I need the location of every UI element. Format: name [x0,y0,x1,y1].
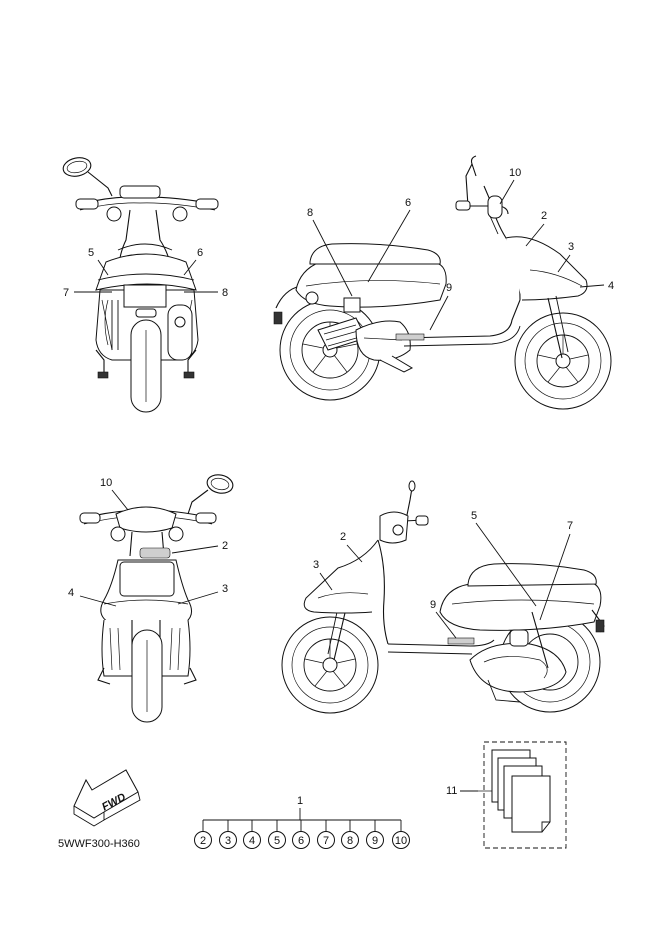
left-side-view-callouts: 5 7 2 3 9 [313,510,573,639]
kit-member-3: 3 [219,831,237,849]
kit-member-label: 9 [372,835,378,847]
front-callout-4: 4 [68,587,74,599]
front-view-scooter-illustration [79,474,234,723]
right-callout-9: 9 [446,282,452,294]
right-callout-3: 3 [568,241,574,253]
fwd-direction-arrow: FWD [73,769,141,827]
kit-member-10: 10 [392,831,410,849]
kit-member-label: 2 [200,835,206,847]
documents-callout-11: 11 [446,785,457,797]
kit-member-label: 3 [225,835,231,847]
right-callout-6: 6 [405,197,411,209]
left-callout-2: 2 [340,531,346,543]
documents-group: 11 [446,741,567,849]
document-sheets-icon [491,749,551,833]
kit-member-6: 6 [292,831,310,849]
diagram-code: 5WWF300-H360 [58,838,140,850]
kit-member-label: 5 [274,835,280,847]
left-callout-9: 9 [430,599,436,611]
rear-view-scooter-illustration [62,157,219,413]
left-callout-3: 3 [313,559,319,571]
right-side-view-callouts: 10 8 6 2 3 4 9 [307,167,614,331]
left-callout-7: 7 [567,520,573,532]
kit-member-8: 8 [341,831,359,849]
kit-member-4: 4 [243,831,261,849]
kit-member-label: 6 [298,835,304,847]
front-callout-3: 3 [222,583,228,595]
rear-callout-6: 6 [197,247,203,259]
right-callout-10: 10 [509,167,521,179]
kit-group-bracket: 1 2 3 4 5 6 7 8 9 10 [194,795,410,849]
kit-member-label: 7 [323,835,329,847]
rear-callout-8: 8 [222,287,228,299]
rear-view-callouts: 5 6 7 8 [63,247,228,299]
right-callout-4: 4 [608,280,614,292]
front-callout-2: 2 [222,540,228,552]
right-side-view-scooter-illustration [273,155,612,410]
kit-member-2: 2 [194,831,212,849]
right-callout-2: 2 [541,210,547,222]
kit-member-9: 9 [366,831,384,849]
kit-member-5: 5 [268,831,286,849]
front-callout-10: 10 [100,477,112,489]
kit-member-label: 10 [395,835,407,847]
left-side-view-scooter-illustration [281,480,605,714]
kit-member-7: 7 [317,831,335,849]
front-view-callouts: 10 2 4 3 [68,477,228,607]
kit-member-label: 4 [249,835,255,847]
kit-callout-1: 1 [297,795,303,807]
rear-callout-7: 7 [63,287,69,299]
left-callout-5: 5 [471,510,477,522]
kit-member-label: 8 [347,835,353,847]
right-callout-8: 8 [307,207,313,219]
rear-callout-5: 5 [88,247,94,259]
